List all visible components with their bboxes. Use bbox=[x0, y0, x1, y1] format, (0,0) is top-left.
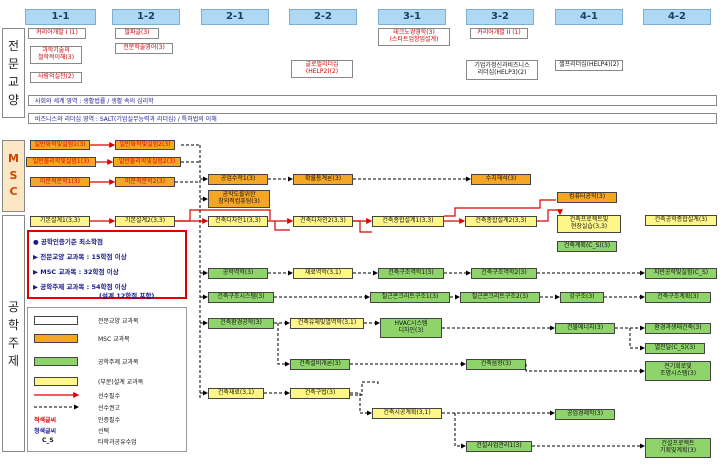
course-gen-phys-lab1[interactable]: 일반물리학및실험1(3) bbox=[26, 157, 96, 167]
legend-swatch-major bbox=[34, 357, 78, 366]
course-project-planning[interactable]: 건설프로젝트 기획및계획(3) bbox=[645, 438, 711, 458]
legend-recommended: 선수권고 bbox=[98, 405, 121, 412]
course-hvac[interactable]: HVAC시스템 디자인(3) bbox=[380, 318, 442, 338]
legend-cert: 인증필수 bbox=[98, 417, 121, 424]
course-arch-planning[interactable]: 건축계획(C_S)(3) bbox=[557, 241, 617, 252]
course-integrated-design1[interactable]: 건축종합설계1(3,3) bbox=[372, 216, 444, 227]
legend-red-text: 적색글씨 bbox=[34, 417, 57, 424]
course-gen-phys-lab2[interactable]: 일반물리학및실험2(3) bbox=[113, 157, 181, 167]
course-career1[interactable]: 커리어개발 I (1) bbox=[28, 28, 86, 39]
course-tech-philosophy[interactable]: 과학기술의 철학적이해(3) bbox=[30, 46, 82, 64]
requirements-title: ● 공학인증기준 최소학점 bbox=[33, 238, 103, 246]
course-gen-chem-lab1[interactable]: 일반화학및실험1(3) bbox=[30, 140, 90, 150]
course-mech-materials[interactable]: 재료역학(3,1) bbox=[293, 268, 353, 279]
side-label-msc: M S C bbox=[2, 140, 25, 212]
requirements-msc: ▶ MSC 교과목 : 32학점 이상 bbox=[33, 268, 119, 276]
semester-header-3-2: 3-2 bbox=[466, 9, 534, 25]
course-rc2[interactable]: 철근콘크리트구조2(3) bbox=[460, 292, 540, 303]
semester-header-2-2: 2-2 bbox=[289, 9, 357, 25]
course-steel[interactable]: 강구조(3) bbox=[560, 292, 604, 303]
course-cm[interactable]: 건설사업관리1(3) bbox=[466, 441, 532, 452]
legend-general: 전문교양 교과목 bbox=[98, 318, 139, 325]
legend-major: 공학주제 교과목 bbox=[98, 359, 139, 366]
course-eng-math1[interactable]: 공업수학1(3) bbox=[208, 174, 268, 185]
semester-header-4-1: 4-1 bbox=[555, 9, 623, 25]
course-calculus1[interactable]: 미분적분학1(3) bbox=[30, 177, 90, 187]
course-geotech[interactable]: 지반공학및실험(C_S) bbox=[645, 268, 717, 279]
requirements-major: ▶ 공학주제 교과목 : 54학점 이상 bbox=[33, 283, 127, 291]
course-computer-eng[interactable]: 컴퓨터공학(3) bbox=[557, 192, 617, 203]
course-struct-mech2[interactable]: 건축구조역학2(3) bbox=[471, 268, 537, 279]
course-construction-planning[interactable]: 건축시공계획(3,1) bbox=[372, 408, 442, 419]
semester-header-4-2: 4-2 bbox=[643, 9, 711, 25]
course-arch-design2[interactable]: 건축디자인2(3,3) bbox=[293, 216, 353, 227]
area-business-leadership: 비즈니스와 리더십 영역 : SALT(기업실무능력과 리더십) / 특허법의 … bbox=[28, 113, 717, 124]
legend-prereq: 선수필수 bbox=[98, 393, 121, 400]
course-numerical-analysis[interactable]: 수치해석(3) bbox=[471, 174, 531, 185]
course-prob-stats[interactable]: 확률통계론(3) bbox=[293, 174, 353, 185]
course-heat-transfer[interactable]: 열전달(C_S)(3) bbox=[645, 343, 705, 354]
course-env-eng[interactable]: 건축환경공학(3) bbox=[208, 318, 274, 329]
legend-msc: MSC 교과목 bbox=[98, 336, 130, 343]
course-fluid-thermo[interactable]: 건축유체및열역학(3,1) bbox=[290, 318, 364, 329]
legend-design: (부분)설계 교과목 bbox=[98, 379, 144, 386]
course-rc1[interactable]: 철근콘크리트구조1(3) bbox=[370, 292, 450, 303]
semester-header-1-2: 1-2 bbox=[112, 9, 180, 25]
course-self-leadership[interactable]: 셀프리더십(HELP4)(2) bbox=[555, 60, 623, 71]
semester-header-3-1: 3-1 bbox=[378, 9, 446, 25]
legend-shared: 타학과공유수업 bbox=[98, 439, 137, 446]
semester-header-2-1: 2-1 bbox=[201, 9, 269, 25]
area-society-world: 사회와 세계 영역 : 생활법률 / 생활 속의 심리학 bbox=[28, 95, 717, 106]
course-major-english[interactable]: 전문학술영어(3) bbox=[115, 43, 173, 54]
course-struct-system[interactable]: 건축구조시스템(3) bbox=[208, 292, 274, 303]
course-env-ecology[interactable]: 환경과생태건축(3) bbox=[645, 323, 711, 334]
course-entrepreneurship[interactable]: 기업가정신과비즈니스 리더십(HELP3)(2) bbox=[466, 60, 538, 80]
legend-swatch-design bbox=[34, 377, 78, 386]
course-struct-plan[interactable]: 건축구조계획(3) bbox=[645, 292, 711, 303]
course-construction-method[interactable]: 건축구법(3) bbox=[290, 388, 350, 399]
recommended-prereq-arrows bbox=[175, 144, 645, 449]
legend-cs: C_S bbox=[42, 437, 54, 444]
course-basic-design2[interactable]: 기본설계2(3,3) bbox=[115, 216, 175, 227]
course-industrial-eng[interactable]: 공업경제학(3) bbox=[555, 409, 615, 420]
course-techno-management[interactable]: 테크노경영학(3) (스타트업창업설계) bbox=[378, 28, 450, 46]
semester-header-1-1: 1-1 bbox=[25, 9, 96, 25]
requirements-design-note: (설계 12학점 포함) bbox=[99, 292, 155, 300]
course-global-leadership[interactable]: 글로벌리더십 (HELP2)(2) bbox=[291, 60, 353, 78]
course-career2[interactable]: 커리어개발 II (1) bbox=[470, 28, 528, 39]
legend-blue-text: 청색글씨 bbox=[34, 428, 57, 435]
side-label-general: 전 문 교 양 bbox=[2, 28, 25, 118]
side-label-major: 공 학 주 제 bbox=[2, 215, 25, 452]
course-basic-design1[interactable]: 기본설계1(3,3) bbox=[30, 216, 90, 227]
course-electrical-lighting[interactable]: 전기회로및 조명시스템(3) bbox=[645, 361, 711, 381]
course-struct-mech1[interactable]: 건축구조역학1(3) bbox=[378, 268, 444, 279]
course-bldg-services[interactable]: 건축설비개론(3) bbox=[290, 359, 350, 370]
course-gen-chem-lab2[interactable]: 일반화학및실험2(3) bbox=[115, 140, 175, 150]
requirements-box: ● 공학인증기준 최소학점 ▶ 전문교양 교과목 : 15학점 이상 ▶ MSC… bbox=[27, 230, 187, 300]
course-building-energy[interactable]: 건물에너지(3) bbox=[555, 323, 615, 334]
legend: 전문교양 교과목 MSC 교과목 공학주제 교과목 (부분)설계 교과목 선수필… bbox=[27, 307, 187, 452]
legend-elective: 선택 bbox=[98, 428, 110, 435]
course-calculus2[interactable]: 미분적분학2(3) bbox=[115, 177, 175, 187]
requirements-general: ▶ 전문교양 교과목 : 15학점 이상 bbox=[33, 253, 127, 261]
legend-swatch-msc bbox=[34, 334, 78, 343]
course-writing[interactable]: 말파글(3) bbox=[115, 28, 159, 39]
course-arch-design1[interactable]: 건축디자인1(3,3) bbox=[208, 216, 268, 227]
course-materials[interactable]: 건축재료(3,1) bbox=[208, 388, 264, 399]
course-capstone[interactable]: 건축공학종합설계(3) bbox=[645, 215, 717, 226]
course-creative-computing[interactable]: 공학도를위한 창의적컴퓨팅(3) bbox=[208, 190, 270, 208]
course-eng-mechanics[interactable]: 공학역학(3) bbox=[208, 268, 268, 279]
course-integrated-design2[interactable]: 건축종합설계2(3,3) bbox=[465, 216, 537, 227]
course-human-practice[interactable]: 사람의실천(2) bbox=[30, 72, 82, 83]
course-project-practice[interactable]: 건축프로젝트및 현장실습(3,3) bbox=[557, 215, 621, 233]
legend-swatch-general bbox=[34, 316, 78, 325]
legend-line-samples bbox=[34, 392, 80, 410]
required-prereq-arrows bbox=[90, 142, 563, 233]
